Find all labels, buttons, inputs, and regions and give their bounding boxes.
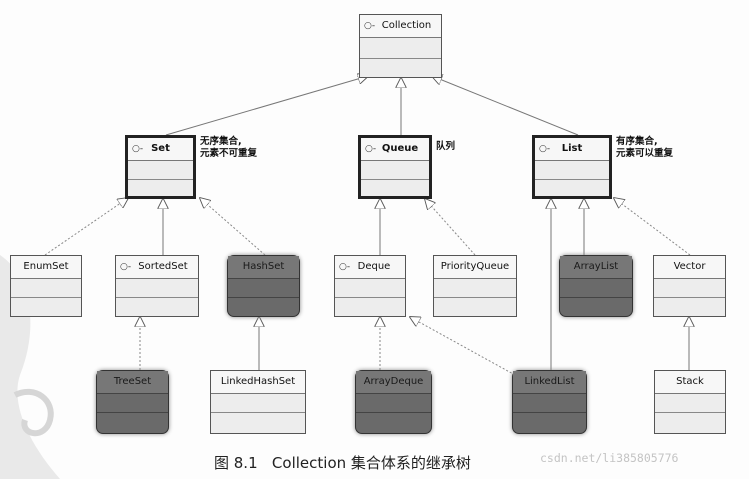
treeset-label: TreeSet: [113, 376, 152, 387]
interface-icon: ○-: [120, 262, 132, 272]
linkedlist-node: LinkedList: [512, 370, 587, 434]
list-label: List: [561, 143, 583, 154]
interface-icon: ○-: [365, 144, 377, 154]
interface-icon: ○-: [539, 144, 551, 154]
priorityqueue-label: PriorityQueue: [440, 261, 510, 272]
arraydeque-label: ArrayDeque: [363, 376, 424, 387]
queue-note: 队列: [436, 141, 456, 152]
sortedset-label: SortedSet: [138, 261, 188, 272]
queue-label: Queue: [381, 143, 419, 154]
sortedset-node: ○- SortedSet: [115, 255, 199, 317]
link-vector-list: [614, 198, 691, 256]
list-note-line2: 元素可以重复: [616, 148, 674, 159]
set-note-line2: 元素不可重复: [200, 148, 258, 159]
link-linkedlist-deque: [410, 317, 516, 376]
set-node: ○- Set: [125, 135, 196, 199]
arraylist-node: ArrayList: [559, 255, 633, 317]
arraydeque-node: ArrayDeque: [355, 370, 432, 434]
set-note: 无序集合, 元素不可重复: [200, 136, 257, 160]
collection-label: Collection: [381, 20, 432, 31]
enumset-node: EnumSet: [10, 255, 82, 317]
list-note: 有序集合, 元素可以重复: [616, 136, 673, 160]
priorityqueue-node: PriorityQueue: [433, 255, 517, 317]
vector-label: Vector: [673, 261, 706, 272]
set-note-line1: 无序集合,: [200, 136, 242, 147]
link-hashset-set: [200, 198, 266, 256]
interface-icon: ○-: [132, 144, 144, 154]
link-set-collection: [165, 76, 368, 136]
hashset-label: HashSet: [242, 261, 285, 272]
stack-node: Stack: [654, 370, 726, 434]
link-enumset-set: [44, 198, 128, 256]
interface-icon: ○-: [339, 262, 351, 272]
set-label: Set: [151, 143, 170, 154]
linkedhashset-node: LinkedHashSet: [210, 370, 306, 434]
interface-icon: ○-: [364, 21, 376, 31]
link-list-collection: [432, 76, 579, 136]
enumset-label: EnumSet: [23, 261, 69, 272]
list-node: ○- List: [532, 135, 612, 199]
arraylist-label: ArrayList: [573, 261, 619, 272]
vector-node: Vector: [653, 255, 726, 317]
queue-node: ○- Queue: [358, 135, 432, 199]
watermark-text: csdn.net/li385805776: [540, 451, 679, 465]
linkedhashset-label: LinkedHashSet: [220, 376, 296, 387]
linkedlist-label: LinkedList: [524, 376, 575, 387]
deque-label: Deque: [357, 261, 391, 272]
stack-label: Stack: [676, 376, 704, 387]
collection-node: ○- Collection: [359, 14, 442, 78]
link-priorityqueue-queue: [425, 199, 476, 256]
list-note-line1: 有序集合,: [616, 136, 658, 147]
figure-caption: 图 8.1 Collection 集合体系的继承树: [214, 454, 471, 472]
treeset-node: TreeSet: [96, 370, 169, 434]
hashset-node: HashSet: [227, 255, 300, 317]
deque-node: ○- Deque: [334, 255, 406, 317]
